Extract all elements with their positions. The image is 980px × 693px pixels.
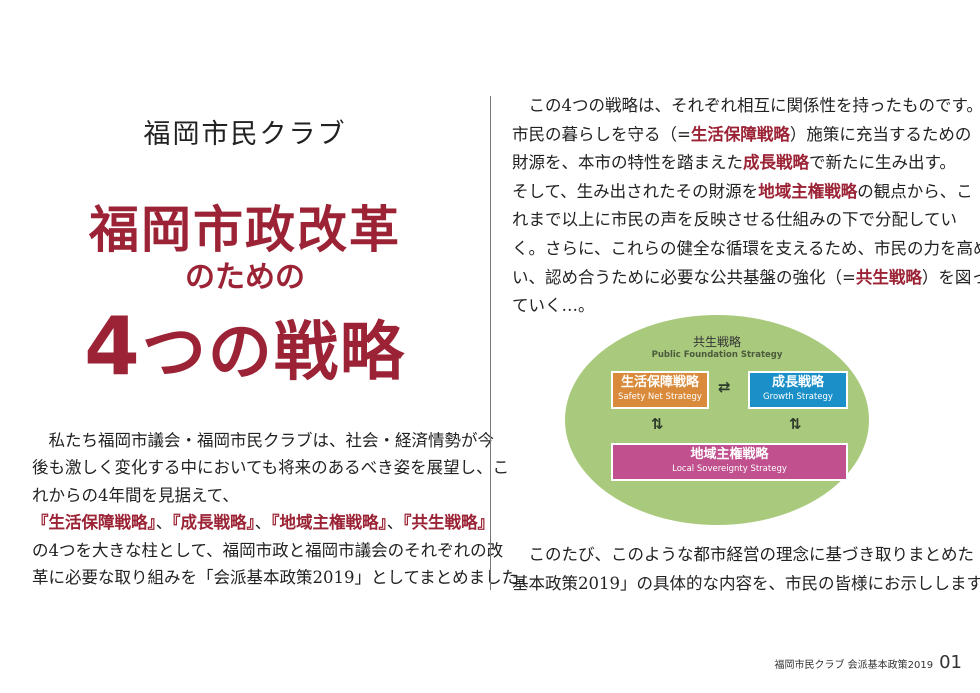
strategy-diagram <box>565 315 869 525</box>
title-number: 4 <box>84 300 142 393</box>
text-line: れまで以上に市民の声を反映させる仕組みの下で分配してい <box>512 206 980 235</box>
text-segment: この4つの戦略は、それぞれ相互に関係性を持ったものです。 <box>512 96 980 115</box>
footer-text: 福岡市民クラブ 会派基本政策2019 <box>774 660 934 671</box>
text-segment: く。さらに、これらの健全な循環を支えるため、市民の力を高め合 <box>512 238 980 258</box>
text-segment: 、 <box>155 513 173 533</box>
safety-en: Safety Net Strategy <box>618 392 702 402</box>
text-segment: れまで以上に市民の声を反映させる仕組みの下で分配してい <box>512 210 958 230</box>
text-line: 私たち福岡市議会・福岡市民クラブは、社会・経済情勢が今 <box>32 427 535 454</box>
text-segment: の4つを大きな柱として、福岡市政と福岡市議会のそれぞれの改 <box>32 540 504 560</box>
text-segment: 市民の暮らしを守る（= <box>512 124 691 144</box>
safety-jp: 生活保障戦略 <box>620 375 699 390</box>
highlighted-strategy: 地域主権戦略 <box>758 181 858 201</box>
text-line: れからの4年間を見据えて、 <box>32 482 535 509</box>
text-segment: 革に必要な取り組みを「会派基本政策2019」としてまとめました。 <box>32 568 535 588</box>
outer-strategy-en: Public Foundation Strategy <box>651 350 783 360</box>
safety-net-strategy-box: 生活保障戦略 Safety Net Strategy <box>611 371 709 409</box>
text-segment: 、 <box>386 513 404 533</box>
vertical-arrow-icon: ⇅ <box>651 415 664 433</box>
outer-strategy-jp: 共生戦略 <box>692 335 741 349</box>
local-sovereignty-strategy-box: 地域主権戦略 Local Sovereignty Strategy <box>611 443 848 481</box>
text-line: ていく…。 <box>512 292 980 321</box>
highlighted-strategy: 『成長戦略』 <box>172 513 255 533</box>
local-jp: 地域主権戦略 <box>690 447 769 462</box>
text-line: 革に必要な取り組みを「会派基本政策2019」としてまとめました。 <box>32 564 535 591</box>
text-segment: ）を図っ <box>921 267 980 287</box>
text-segment: で新たに生み出す。 <box>809 153 956 173</box>
highlighted-strategy: 成長戦略 <box>743 153 809 173</box>
text-segment: の観点から、こ <box>857 181 973 201</box>
highlighted-strategy: 共生戦略 <box>855 267 922 287</box>
main-title-line1: 福岡市政改革 <box>89 201 401 259</box>
highlighted-strategy: 『地域主権戦略』 <box>271 513 387 533</box>
text-line: 市民の暮らしを守る（=生活保障戦略）施策に充当するための <box>512 121 980 150</box>
text-line: この4つの戦略は、それぞれ相互に関係性を持ったものです。 <box>512 92 980 121</box>
highlighted-strategy: 『生活保障戦略』 <box>32 513 156 533</box>
text-line: 財源を、本市の特性を踏まえた成長戦略で新たに生み出す。 <box>512 149 980 178</box>
main-title-line3: 4つの戦略 <box>0 300 490 393</box>
text-line: 基本政策2019」の具体的な内容を、市民の皆様にお示しします。 <box>512 570 980 599</box>
text-line: そして、生み出されたその財源を地域主権戦略の観点から、こ <box>512 178 980 207</box>
text-segment: ていく…。 <box>512 296 595 316</box>
closing-paragraph: このたび、このような都市経営の理念に基づき取りまとめた「会派基本政策2019」の… <box>512 541 980 598</box>
column-divider <box>490 96 491 590</box>
text-line: 後も激しく変化する中においても将来のあるべき姿を展望し、こ <box>32 454 535 481</box>
club-name: 福岡市民クラブ <box>143 119 347 150</box>
text-line: く。さらに、これらの健全な循環を支えるため、市民の力を高め合 <box>512 235 980 264</box>
text-line: このたび、このような都市経営の理念に基づき取りまとめた「会派 <box>512 541 980 570</box>
text-segment: 私たち福岡市議会・福岡市民クラブは、社会・経済情勢が今 <box>32 431 495 450</box>
text-line: 『生活保障戦略』、『成長戦略』、『地域主権戦略』、『共生戦略』 <box>32 509 535 536</box>
text-segment: そして、生み出されたその財源を <box>512 181 759 201</box>
text-line: の4つを大きな柱として、福岡市政と福岡市議会のそれぞれの改 <box>32 537 535 564</box>
text-segment: れからの4年間を見据えて、 <box>32 485 239 505</box>
local-en: Local Sovereignty Strategy <box>672 464 787 474</box>
bidirectional-arrow-icon: ⇄ <box>718 378 731 396</box>
highlighted-strategy: 生活保障戦略 <box>690 124 790 144</box>
growth-strategy-box: 成長戦略 Growth Strategy <box>748 371 848 409</box>
text-segment: ）施策に充当するための <box>789 124 972 144</box>
page-footer: 福岡市民クラブ 会派基本政策2019 01 <box>774 652 962 673</box>
page-number: 01 <box>939 652 962 673</box>
text-segment: 財源を、本市の特性を踏まえた <box>512 153 743 173</box>
text-segment: い、認め合うために必要な公共基盤の強化（= <box>512 267 856 287</box>
text-line: い、認め合うために必要な公共基盤の強化（=共生戦略）を図っ <box>512 264 980 293</box>
vertical-arrow-icon: ⇅ <box>789 415 802 433</box>
highlighted-strategy: 『共生戦略』 <box>403 513 494 533</box>
text-segment: 基本政策2019」の具体的な内容を、市民の皆様にお示しします。 <box>512 573 980 593</box>
intro-paragraph: 私たち福岡市議会・福岡市民クラブは、社会・経済情勢が今後も激しく変化する中におい… <box>32 427 535 591</box>
text-segment: 、 <box>254 513 272 533</box>
title-rest: つの戦略 <box>141 316 406 390</box>
text-segment: 後も激しく変化する中においても将来のあるべき姿を展望し、こ <box>32 458 510 478</box>
text-segment: このたび、このような都市経営の理念に基づき取りまとめた「会派 <box>512 545 980 564</box>
main-title-line2: のための <box>185 260 305 295</box>
strategy-paragraph: この4つの戦略は、それぞれ相互に関係性を持ったものです。市民の暮らしを守る（=生… <box>512 92 980 321</box>
growth-jp: 成長戦略 <box>771 375 824 390</box>
growth-en: Growth Strategy <box>763 392 833 402</box>
